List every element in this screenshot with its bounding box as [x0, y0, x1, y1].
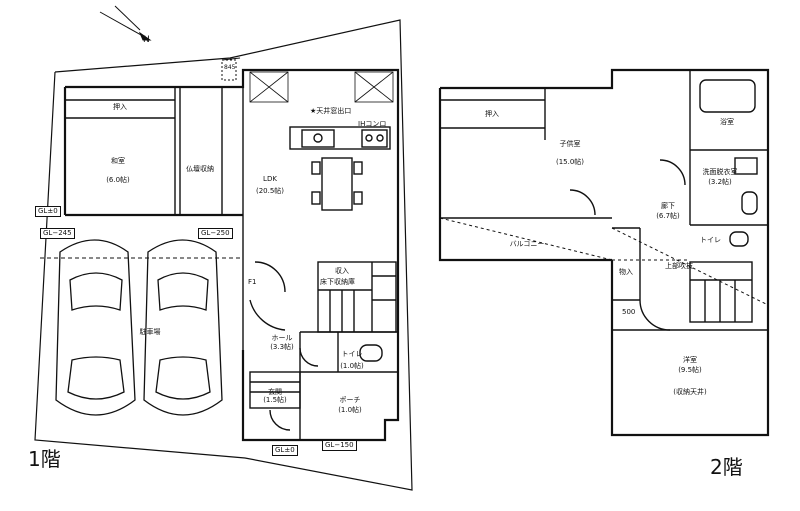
genkan-area: (1.5帖) — [263, 396, 287, 404]
storage-label: 収入 — [335, 267, 349, 275]
level-gl245: GL−245 — [40, 228, 75, 239]
site-boundary-1f — [34, 19, 413, 491]
kodomo-name: 子供室 — [559, 140, 581, 148]
car-right-icon — [143, 239, 223, 416]
butsudan-label: 仏壇収納 — [186, 165, 214, 173]
washitsu-name: 和室 — [111, 157, 125, 165]
parking-label: 駐車場 — [139, 328, 161, 336]
dim-500: 500 — [622, 308, 636, 316]
car-left-icon — [55, 239, 136, 416]
hall-name: ホール — [271, 334, 293, 342]
ceiling-window-label: ★天井窓出口 — [310, 107, 352, 115]
fl1-label: F1 — [248, 278, 257, 286]
under-stairs-label: 床下収納庫 — [320, 278, 355, 286]
upper-void-label: 上部吹抜 — [665, 262, 693, 270]
porch-area: (1.0帖) — [338, 406, 362, 414]
ldk-name: LDK — [263, 175, 277, 183]
dim-845: 845 — [224, 64, 236, 71]
toilet-2f-label: トイレ — [700, 236, 721, 244]
yoshitsu-area: (9.5帖) — [678, 366, 702, 374]
wash-name: 洗面脱衣室 — [702, 168, 738, 176]
floor-2-label: 2階 — [710, 455, 743, 479]
toilet-1f-area: (1.0帖) — [340, 362, 364, 370]
ih-label: IHコンロ — [358, 120, 387, 128]
toilet-1f-name: トイレ — [341, 350, 363, 358]
level-gl150: GL−150 — [322, 440, 357, 451]
yoshitsu-closet: (収納天井) — [673, 388, 707, 396]
washitsu-oshiire-label: 押入 — [113, 103, 127, 111]
north-label: N — [143, 35, 150, 45]
oshiire-2f-label: 押入 — [485, 110, 499, 118]
porch-name: ポーチ — [339, 396, 361, 404]
ldk-area: (20.5帖) — [255, 187, 285, 195]
building-2f — [438, 68, 770, 437]
storage-2f-label: 物入 — [619, 268, 633, 276]
yoshitsu-name: 洋室 — [683, 356, 697, 364]
corridor-name: 廊下 — [661, 202, 675, 210]
floor-1-label: 1階 — [28, 447, 61, 471]
north-arrow-icon — [99, 5, 152, 41]
genkan-name: 玄関 — [268, 388, 282, 396]
kodomo-area: (15.0帖) — [555, 158, 585, 166]
wash-area: (3.2帖) — [708, 178, 732, 186]
level-gl250: GL−250 — [198, 228, 233, 239]
level-gl0-entry: GL±0 — [272, 445, 298, 456]
washitsu-area: (6.0帖) — [106, 176, 130, 184]
corridor-area: (6.7帖) — [656, 212, 680, 220]
balcony-label: バルコニー — [509, 240, 545, 248]
bath-label: 浴室 — [720, 118, 734, 126]
building-1f — [63, 68, 400, 442]
hall-area: (3.3帖) — [270, 343, 294, 351]
level-gl0-left: GL±0 — [35, 206, 61, 217]
